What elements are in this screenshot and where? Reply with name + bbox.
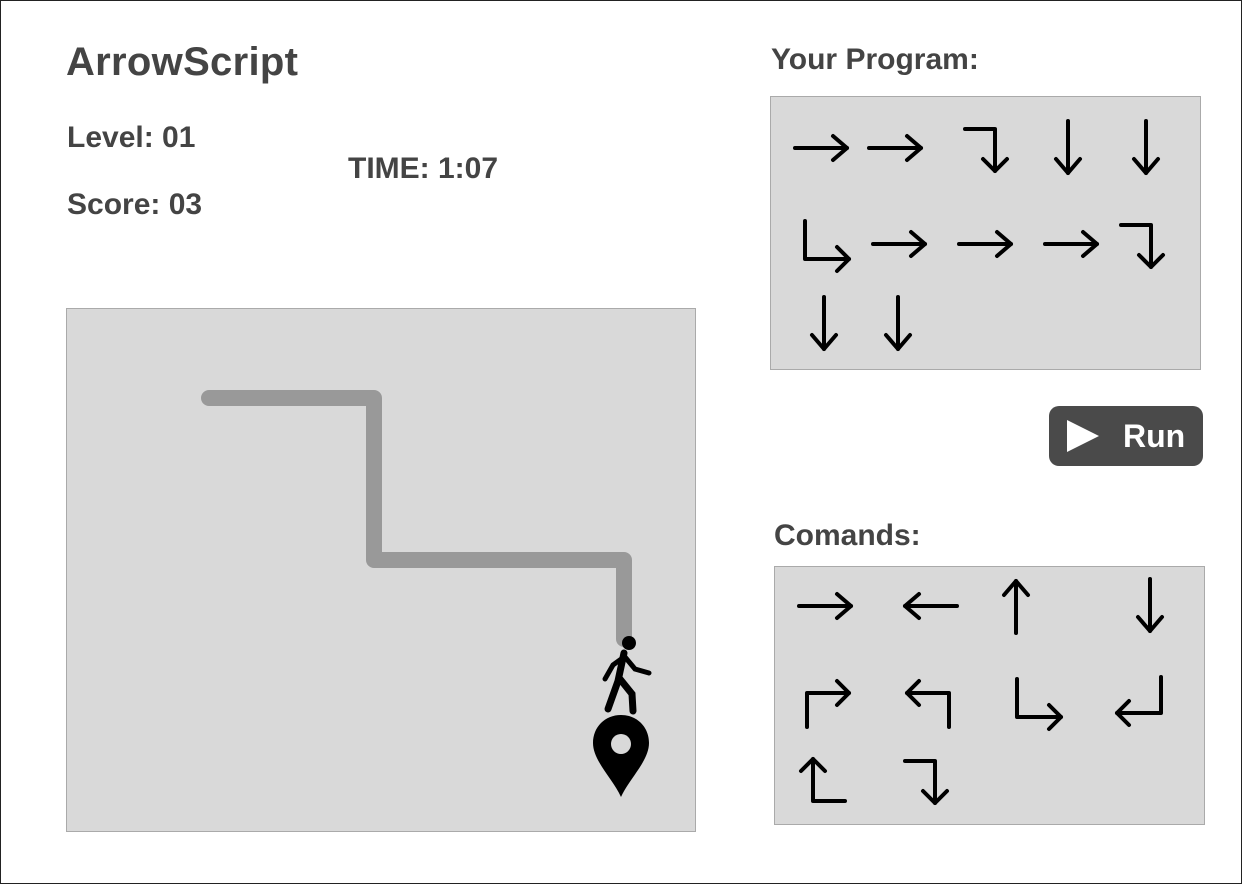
program-step	[789, 289, 859, 359]
program-step	[865, 209, 935, 279]
run-button[interactable]: Run	[1049, 406, 1203, 466]
program-step	[1111, 209, 1181, 279]
run-button-label: Run	[1123, 418, 1186, 454]
app-title: ArrowScript	[66, 40, 299, 84]
board-canvas	[201, 390, 652, 797]
right-arrow-icon	[1043, 230, 1099, 258]
turn-left-up-arrow-icon	[799, 757, 847, 803]
program-step	[955, 113, 1025, 183]
game-board	[66, 308, 696, 832]
commands-title: Comands:	[774, 519, 921, 552]
play-icon	[1067, 420, 1099, 452]
down-arrow-icon	[884, 295, 912, 351]
right-arrow-icon	[797, 592, 853, 620]
down-arrow-icon	[1136, 577, 1164, 633]
command-turn-up-left-arrow[interactable]	[895, 667, 965, 737]
command-turn-right-down-arrow[interactable]	[895, 745, 965, 815]
commands-panel	[774, 566, 1205, 825]
command-turn-left-up-arrow[interactable]	[787, 745, 857, 815]
program-step	[1033, 113, 1103, 183]
left-arrow-icon	[903, 592, 959, 620]
timer-label: TIME: 1:07	[348, 152, 499, 185]
command-turn-up-right-arrow[interactable]	[791, 667, 861, 737]
walker-icon	[602, 636, 652, 715]
program-title: Your Program:	[771, 43, 979, 76]
command-left-arrow[interactable]	[895, 571, 965, 641]
right-arrow-icon	[871, 230, 927, 258]
command-turn-down-right-arrow[interactable]	[1003, 667, 1073, 737]
right-arrow-icon	[957, 230, 1013, 258]
turn-up-left-arrow-icon	[905, 679, 951, 729]
turn-left-return-arrow-icon	[1115, 675, 1163, 727]
program-step	[863, 289, 933, 359]
right-arrow-icon	[793, 134, 849, 162]
down-arrow-icon	[810, 295, 838, 351]
program-step	[1037, 209, 1107, 279]
program-step	[951, 209, 1021, 279]
program-step	[1111, 113, 1181, 183]
map-pin-icon	[593, 715, 649, 797]
turn-right-down-arrow-icon	[903, 759, 949, 805]
level-label: Level: 01	[67, 121, 196, 154]
program-panel	[770, 96, 1201, 370]
turn-up-right-arrow-icon	[805, 679, 851, 729]
right-arrow-icon	[867, 134, 923, 162]
score-label: Score: 03	[67, 188, 203, 221]
down-arrow-icon	[1054, 119, 1082, 175]
turn-down-right-arrow-icon	[1015, 677, 1063, 731]
program-step	[861, 113, 931, 183]
down-arrow-icon	[1132, 119, 1160, 175]
command-up-arrow[interactable]	[981, 571, 1051, 641]
command-right-arrow[interactable]	[791, 571, 861, 641]
command-down-arrow[interactable]	[1115, 571, 1185, 641]
turn-right-down-arrow-icon	[1119, 223, 1165, 269]
program-step	[787, 113, 857, 183]
turn-right-down-arrow-icon	[963, 127, 1009, 173]
turn-down-right-arrow-icon	[803, 219, 851, 273]
command-turn-left-return-arrow[interactable]	[1105, 667, 1175, 737]
up-arrow-icon	[1002, 579, 1030, 635]
program-step	[791, 209, 861, 279]
route-path	[201, 390, 632, 647]
